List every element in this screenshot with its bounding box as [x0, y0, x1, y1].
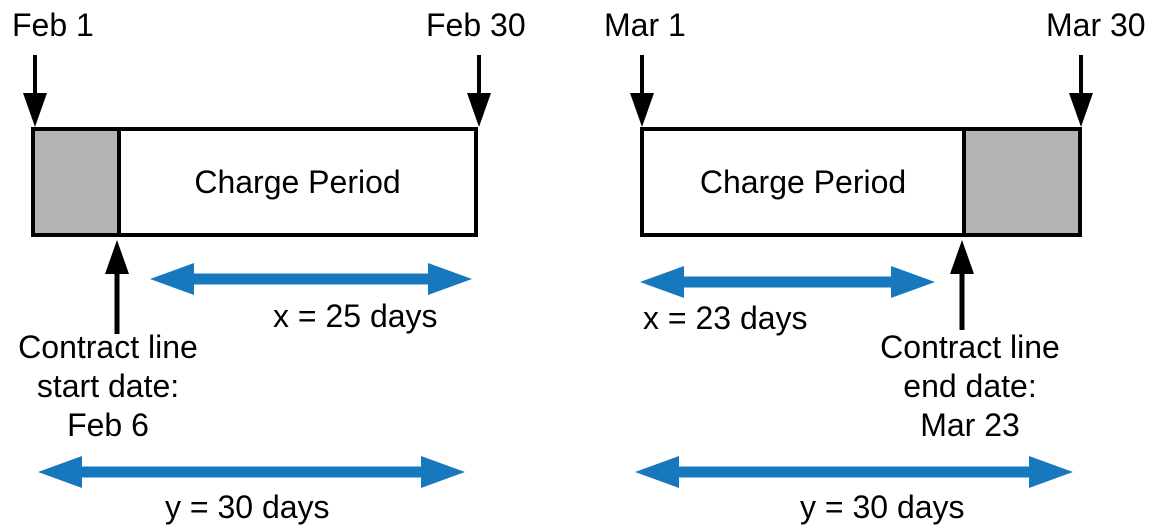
period-start-pointer-down-arrow-icon — [23, 55, 47, 127]
period-end-date-label: Feb 30 — [426, 7, 526, 43]
charge-period-bar: Charge Period — [640, 127, 1082, 237]
period-start-date-label: Mar 1 — [604, 7, 686, 43]
period-end-date-label: Mar 30 — [1046, 7, 1146, 43]
unbilled-gray-segment — [962, 131, 1078, 233]
contract-note-line: Contract line — [18, 329, 198, 365]
period-end-pointer-down-arrow-icon — [467, 55, 491, 127]
y-span-label: y = 30 days — [800, 489, 965, 525]
contract-note-line: Mar 23 — [920, 407, 1020, 443]
x-span-double-arrow — [150, 263, 472, 295]
period-start-date-label: Feb 1 — [12, 7, 94, 43]
contract-start-note: Contract line start date: Feb 6 — [8, 328, 208, 445]
contract-note-line: end date: — [903, 368, 1037, 404]
contract-start-pointer-up-arrow-icon — [105, 240, 129, 334]
y-span-double-arrow — [38, 456, 465, 488]
y-span-double-arrow — [635, 456, 1073, 488]
y-span-label: y = 30 days — [165, 489, 330, 525]
contract-note-line: Contract line — [880, 329, 1060, 365]
contract-note-line: start date: — [36, 368, 180, 404]
charge-period-bar: Charge Period — [31, 127, 478, 237]
contract-end-pointer-up-arrow-icon — [950, 240, 974, 330]
charge-period-bar-label: Charge Period — [194, 163, 401, 200]
contract-end-note: Contract line end date: Mar 23 — [850, 328, 1090, 445]
x-span-label: x = 25 days — [273, 298, 438, 334]
charge-period-bar-label: Charge Period — [699, 163, 907, 200]
contract-note-line: Feb 6 — [67, 407, 149, 443]
x-span-double-arrow — [640, 266, 935, 298]
period-start-pointer-down-arrow-icon — [630, 55, 654, 127]
unbilled-gray-segment — [35, 131, 121, 233]
x-span-label: x = 23 days — [643, 300, 808, 336]
period-end-pointer-down-arrow-icon — [1069, 55, 1093, 127]
